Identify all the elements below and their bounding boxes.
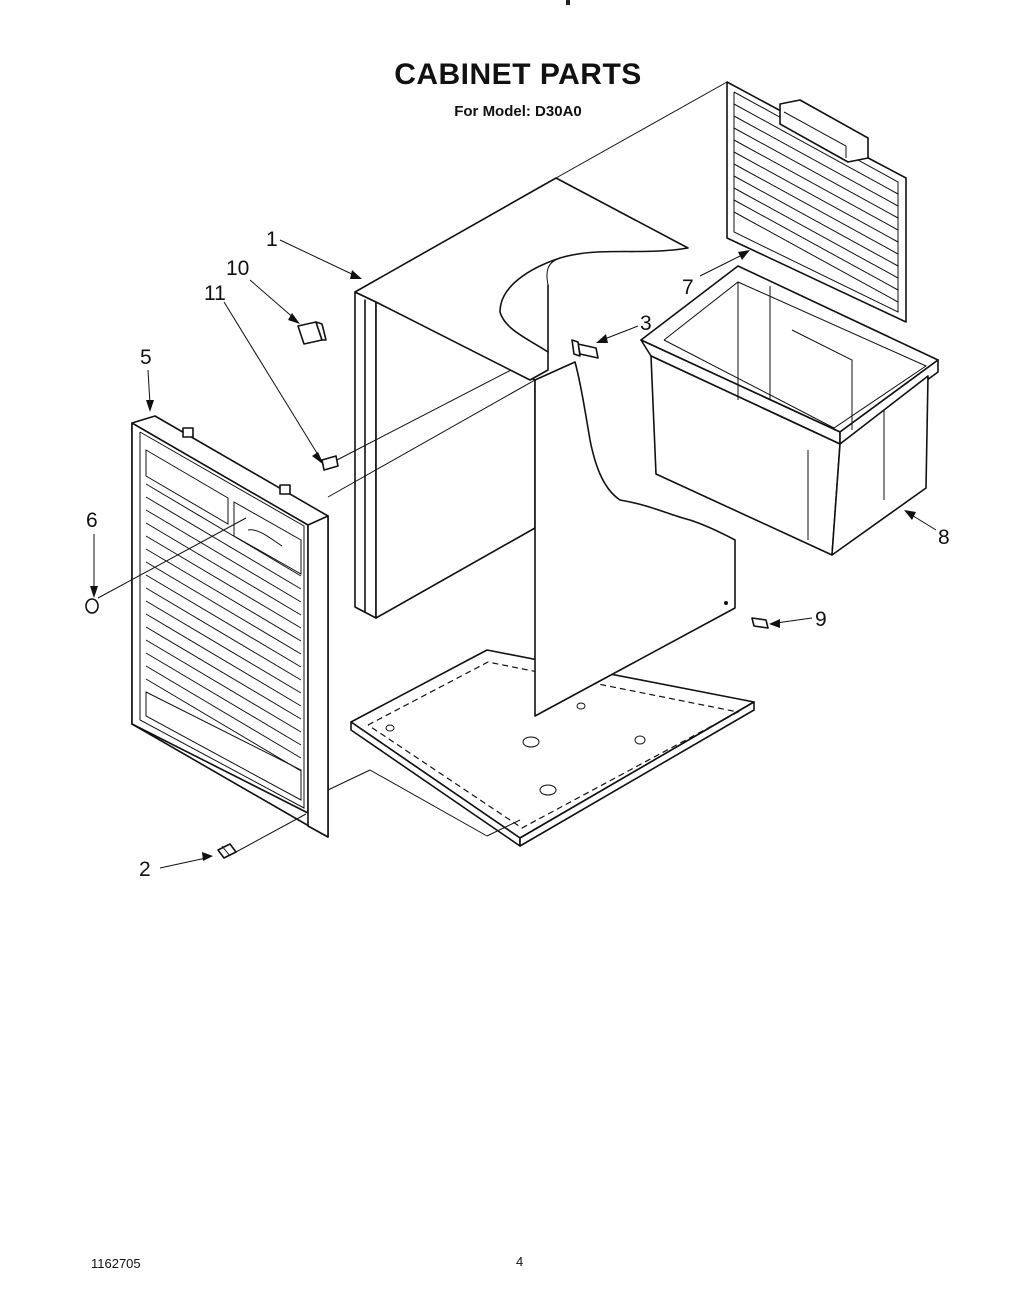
screw-part-11: [321, 455, 339, 471]
cabinet-wrapper: [354, 177, 736, 717]
top-registration-mark: [566, 0, 570, 5]
callout-7: 7: [682, 276, 694, 299]
callout-9: 9: [815, 608, 827, 631]
callout-6: 6: [86, 509, 98, 532]
callout-leaders: [90, 239, 937, 869]
callout-2: 2: [139, 858, 151, 881]
front-grille-panel: [131, 415, 329, 838]
callout-3: 3: [640, 312, 652, 335]
water-bucket: [640, 265, 939, 556]
screw-part-3: [571, 339, 599, 359]
page-number: 4: [516, 1254, 524, 1269]
screw-part-2: [217, 843, 237, 859]
callout-1: 1: [266, 228, 278, 251]
page-title: CABINET PARTS: [394, 58, 642, 91]
base-pan: [350, 649, 755, 847]
clip-part-10: [297, 321, 327, 345]
rear-grille-slats: [733, 103, 899, 303]
document-number: 1162705: [91, 1256, 141, 1271]
callout-10: 10: [226, 257, 249, 280]
rear-grille: [726, 81, 907, 323]
callout-5: 5: [140, 346, 152, 369]
screw-part-9: [751, 617, 769, 629]
model-subtitle: For Model: D30A0: [454, 103, 582, 120]
assembly-guide-lines: [97, 81, 728, 853]
callout-11: 11: [204, 282, 226, 305]
callout-8: 8: [938, 526, 950, 549]
knob-part-6: [85, 598, 99, 614]
